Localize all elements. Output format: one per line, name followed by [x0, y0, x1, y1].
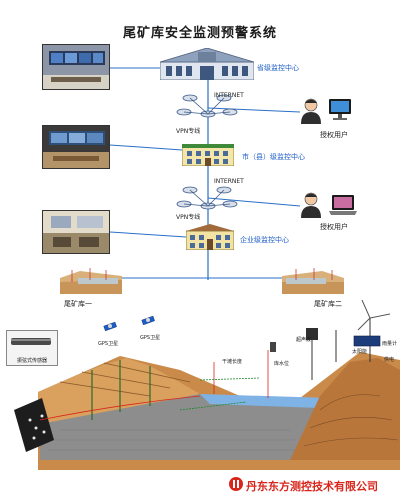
- power-label: 供电: [384, 357, 395, 363]
- enterprise-center-building-icon: [186, 224, 234, 250]
- sensor-inset: 振弦式传感器: [6, 330, 58, 366]
- company-name: 丹东东方测控技术有限公司: [246, 480, 378, 493]
- tailings-pond-one-label: 尾矿库一: [64, 300, 92, 308]
- city-center-building-icon: [182, 144, 234, 166]
- enterprise-control-room-photo: [42, 210, 110, 254]
- provincial-center-building-icon: [160, 48, 254, 80]
- laptop-icon: [329, 195, 357, 215]
- page-title: 尾矿库安全监测预警系统: [122, 26, 277, 41]
- provincial-center-label: 省级监控中心: [257, 64, 299, 72]
- internet-label: INTERNET: [214, 178, 244, 185]
- rain-gauge-label: 雨量计: [382, 341, 398, 347]
- vibrating-wire-sensor-icon: [11, 338, 51, 345]
- sensor-label: 振弦式传感器: [16, 358, 47, 364]
- vpn-label: VPN专线: [176, 128, 201, 135]
- desktop-computer-icon: [329, 99, 351, 120]
- tailings-pond-thumbnail: [282, 268, 344, 294]
- authorized-user-label: 授权用户: [320, 223, 348, 231]
- gps-satellite-label: GPS卫星: [140, 335, 161, 341]
- vpn-label: VPN专线: [176, 214, 201, 221]
- authorized-user-label: 授权用户: [320, 131, 348, 139]
- city-control-room-photo: [42, 125, 110, 169]
- enterprise-center-label: 企业级监控中心: [240, 236, 289, 244]
- user-person-icon: [301, 192, 321, 218]
- radar-label: 超声波: [296, 337, 312, 343]
- dry-beach-label: 干滩长度: [222, 359, 243, 365]
- internet-label: INTERNET: [214, 92, 244, 99]
- tailings-dam-cross-section: [14, 300, 400, 470]
- solar-label: 太阳能: [352, 349, 368, 355]
- tailings-pond-thumbnail: [60, 268, 122, 294]
- router-cluster-icon: [176, 186, 238, 210]
- router-cluster-icon: [176, 94, 238, 118]
- water-gauge-label: 库水位: [274, 361, 290, 367]
- provincial-control-room-photo: [42, 44, 110, 90]
- user-person-icon: [301, 98, 321, 124]
- tailings-pond-two-label: 尾矿库二: [314, 300, 342, 308]
- gps-satellite-label: GPS卫星: [98, 341, 119, 347]
- city-center-label: 市（县）级监控中心: [242, 153, 305, 161]
- company-logo-icon: [229, 477, 243, 491]
